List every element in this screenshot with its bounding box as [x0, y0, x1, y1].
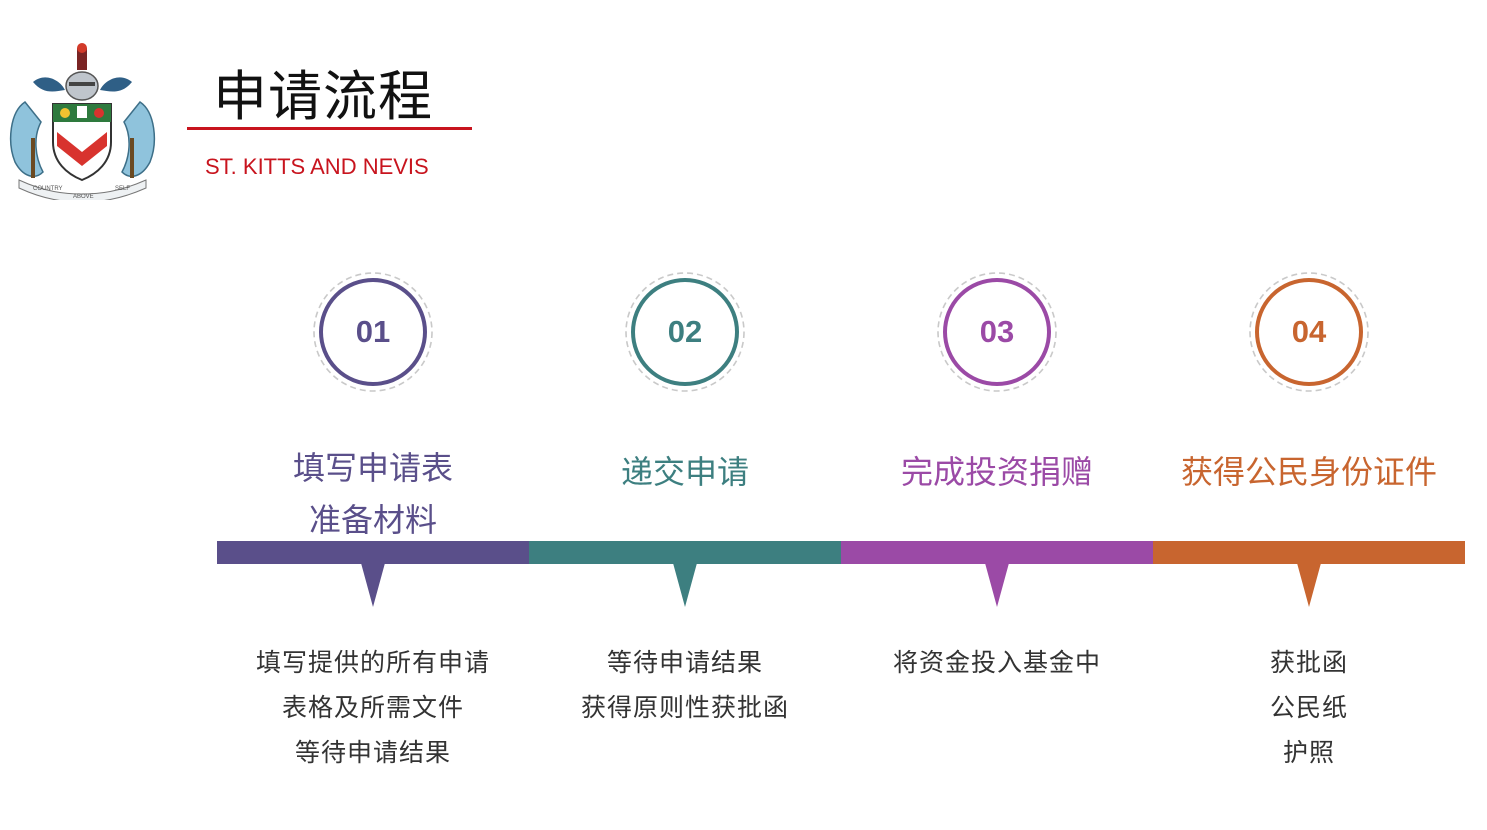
step-2-details: 等待申请结果获得原则性获批函 — [529, 640, 841, 730]
step-1-details: 填写提供的所有申请表格及所需文件等待申请结果 — [217, 640, 529, 775]
step-3-bar — [841, 541, 1153, 564]
page-title: 申请流程 — [213, 65, 433, 128]
step-4-detail-line: 获批函 — [1269, 648, 1348, 677]
page-subtitle: ST. KITTS AND NEVIS — [205, 154, 429, 179]
step-4-details: 获批函公民纸护照 — [1153, 640, 1465, 775]
step-4-circle: 04 — [1247, 270, 1371, 394]
step-4-pointer — [1297, 563, 1321, 607]
step-2-circle: 02 — [623, 270, 747, 394]
step-1-circle: 01 — [311, 270, 435, 394]
step-4-detail-line: 公民纸 — [1269, 693, 1348, 722]
step-1-heading: 填写申请表准备材料 — [217, 442, 529, 546]
step-2-pointer — [673, 563, 697, 607]
title-underline — [187, 127, 472, 130]
step-3-heading: 完成投资捐赠 — [841, 446, 1153, 498]
step-1-number: 01 — [355, 314, 391, 349]
step-2-heading: 递交申请 — [529, 446, 841, 498]
step-2-number: 02 — [667, 314, 703, 349]
step-4-detail-line: 护照 — [1282, 738, 1335, 767]
step-3-pointer — [985, 563, 1009, 607]
step-2-detail-line: 获得原则性获批函 — [580, 693, 789, 722]
step-1-bar — [217, 541, 529, 564]
step-2-bar — [529, 541, 841, 564]
coat-of-arms-icon: COUNTRY ABOVE SELF — [5, 42, 160, 203]
step-1-detail-line: 表格及所需文件 — [281, 693, 464, 722]
step-1-detail-line: 等待申请结果 — [294, 738, 451, 767]
step-3-circle: 03 — [935, 270, 1059, 394]
step-3-details: 将资金投入基金中 — [841, 640, 1153, 685]
step-4-heading: 获得公民身份证件 — [1153, 446, 1465, 498]
step-1-heading-line: 填写申请表 — [292, 449, 453, 487]
step-3-number: 03 — [979, 314, 1015, 349]
step-4-heading-line: 获得公民身份证件 — [1180, 453, 1437, 491]
step-4-number: 04 — [1291, 314, 1327, 349]
motto-center-text: ABOVE — [73, 194, 94, 200]
step-3-heading-line: 完成投资捐赠 — [900, 453, 1093, 491]
step-1-heading-line: 准备材料 — [308, 501, 437, 539]
step-1-detail-line: 填写提供的所有申请 — [255, 648, 490, 677]
step-2-detail-line: 等待申请结果 — [606, 648, 763, 677]
step-4-bar — [1153, 541, 1465, 564]
motto-right-text: SELF — [115, 186, 130, 192]
step-1-pointer — [361, 563, 385, 607]
step-3-detail-line: 将资金投入基金中 — [892, 648, 1101, 677]
motto-left-text: COUNTRY — [33, 186, 63, 192]
step-2-heading-line: 递交申请 — [620, 453, 749, 491]
